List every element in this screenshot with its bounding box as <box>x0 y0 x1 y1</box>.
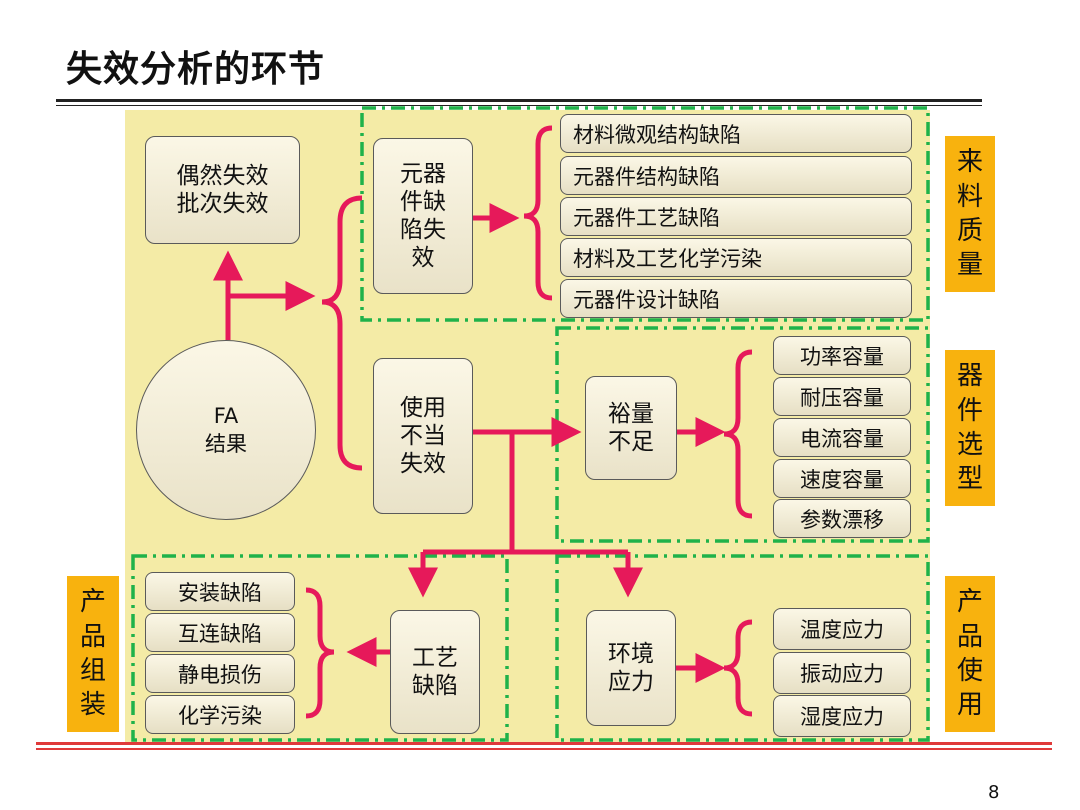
stress-item: 湿度应力 <box>773 695 911 737</box>
footer-rule-bottom <box>36 748 1052 750</box>
side-label-device-selection: 器 件 选 型 <box>945 350 995 506</box>
stress-item: 温度应力 <box>773 608 911 650</box>
component-brace <box>523 125 553 301</box>
env-stress-box: 环境 应力 <box>586 610 676 726</box>
assembly-brace <box>305 587 335 719</box>
margin-item: 速度容量 <box>773 459 911 498</box>
page-number: 8 <box>988 782 1000 803</box>
margin-item: 功率容量 <box>773 336 911 375</box>
process-defect-box: 工艺 缺陷 <box>390 610 480 734</box>
stress-item: 振动应力 <box>773 652 911 694</box>
split-line <box>423 432 628 555</box>
component-defect-item: 元器件设计缺陷 <box>560 279 912 318</box>
component-defect-failure-box: 元器 件缺 陷失 效 <box>373 138 473 294</box>
assembly-defect-item: 安装缺陷 <box>145 572 295 611</box>
page-title: 失效分析的环节 <box>66 49 326 90</box>
misuse-failure-box: 使用 不当 失效 <box>373 358 473 514</box>
title-rule-thick <box>56 99 982 102</box>
component-defect-item: 元器件结构缺陷 <box>560 156 912 195</box>
assembly-defect-item: 互连缺陷 <box>145 613 295 652</box>
stress-brace <box>723 619 753 717</box>
side-label-incoming-quality: 来 料 质 量 <box>945 136 995 292</box>
component-defect-item: 材料及工艺化学污染 <box>560 238 912 277</box>
main-brace <box>321 195 363 471</box>
fa-result-circle: FA 结果 <box>136 340 316 520</box>
product-use-region <box>555 554 930 742</box>
component-defect-item: 元器件工艺缺陷 <box>560 197 912 236</box>
random-batch-failure-box: 偶然失效 批次失效 <box>145 136 300 244</box>
product-assembly-region <box>131 554 509 742</box>
title-rule-thin <box>56 105 982 106</box>
margin-item: 耐压容量 <box>773 377 911 416</box>
assembly-defect-item: 化学污染 <box>145 695 295 734</box>
assembly-defect-item: 静电损伤 <box>145 654 295 693</box>
margin-item: 电流容量 <box>773 418 911 457</box>
margin-item: 参数漂移 <box>773 499 911 538</box>
insufficient-margin-box: 裕量 不足 <box>585 376 677 480</box>
margin-brace <box>723 349 753 519</box>
side-label-product-assembly: 产 品 组 装 <box>67 576 119 732</box>
device-selection-region <box>555 326 930 543</box>
incoming-quality-region <box>360 106 930 322</box>
component-defect-item: 材料微观结构缺陷 <box>560 114 912 153</box>
side-label-product-use: 产 品 使 用 <box>945 576 995 732</box>
footer-rule-top <box>36 742 1052 745</box>
